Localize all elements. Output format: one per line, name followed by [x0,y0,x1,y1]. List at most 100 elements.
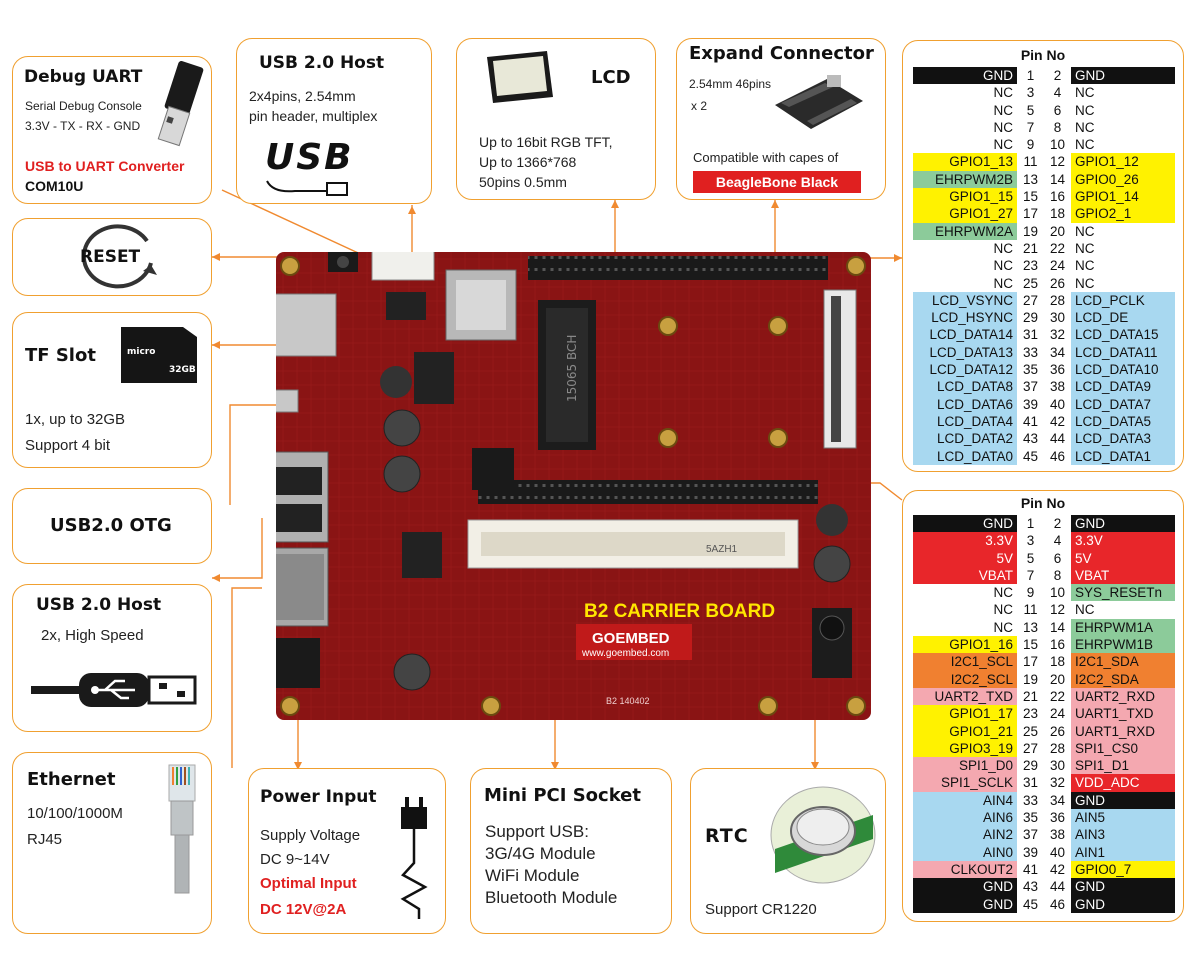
minipci-line4: Bluetooth Module [485,888,618,907]
pin-signal-right: LCD_DATA10 [1071,361,1175,379]
usb-host-port-title: USB 2.0 Host [36,595,162,615]
pin-number-right: 30 [1049,758,1066,774]
pin-signal-right: LCD_PCLK [1071,291,1175,310]
pin-signal-left: GPIO1_15 [913,188,1017,206]
pin-signal-right: LCD_DATA3 [1071,430,1175,448]
pin-number-left: 9 [1026,137,1035,153]
pin-signal-right: UART2_RXD [1071,687,1175,706]
debug-uart-model: COM10U [25,178,84,194]
pin-signal-right: NC [1075,119,1095,135]
power-line1: Supply Voltage [260,827,361,844]
pin-signal-left: 5V [913,549,1017,567]
debug-uart-line2: 3.3V - TX - RX - GND [25,119,141,133]
pin-signal-left: GND [913,515,1017,533]
callout-usb-host-header: USB 2.0 Host 2x4pins, 2.54mm pin header,… [236,38,432,204]
pin-number-left: 1 [1026,68,1035,83]
pin-signal-right: I2C1_SDA [1071,653,1175,671]
pin-number-right: 10 [1049,137,1066,153]
pin-number-left: 13 [1022,171,1039,187]
pin-number-left: 7 [1026,119,1035,135]
pin-number-left: 1 [1026,516,1035,531]
pin-signal-right: 5V [1071,549,1175,567]
pin-table-2-title: Pin No [1020,495,1066,511]
board-url: www.goembed.com [581,648,669,659]
pin-signal-left: LCD_HSYNC [913,309,1017,327]
pin-number-left: 37 [1022,379,1039,395]
pin-signal-right: AIN5 [1071,809,1175,827]
pin-number-left: 33 [1022,792,1039,808]
pin-number-right: 2 [1053,68,1062,83]
pin-number-left: 15 [1022,189,1039,205]
pin-signal-left: GND [913,67,1017,85]
callout-reset: RESET [12,218,212,296]
pin-signal-right: EHRPWM1A [1071,618,1175,637]
pin-signal-right: UART1_TXD [1071,705,1175,723]
pin-signal-right: NC [1075,102,1095,118]
pin-number-left: 25 [1022,723,1039,739]
pin-number-left: 23 [1022,258,1039,274]
pin-number-right: 18 [1049,654,1066,670]
pin-number-left: 5 [1026,102,1035,118]
dc-jack-part [276,638,320,688]
pin-number-left: 33 [1022,344,1039,360]
minipci-line2: 3G/4G Module [485,844,596,863]
pin-number-right: 40 [1049,396,1066,412]
pin-number-left: 5 [1026,550,1035,566]
pin-number-right: 24 [1049,258,1066,274]
ethernet-title: Ethernet [27,769,116,790]
pin-table-1-title: Pin No [1020,47,1066,63]
callout-rtc: RTC Support CR1220 [690,768,886,934]
pin-signal-left: NC [993,85,1014,101]
pin-signal-right: I2C2_SDA [1071,670,1175,688]
ethernet-line1: 10/100/1000M [27,805,123,822]
capacitors [380,366,851,691]
pin-signal-left: AIN2 [913,826,1017,844]
pin-signal-right: NC [1075,137,1095,153]
debug-uart-line1: Serial Debug Console [25,99,142,113]
pin-signal-right: SPI1_D1 [1071,757,1175,775]
pin-number-right: 46 [1049,896,1066,912]
pin-signal-right: NC [1075,240,1095,256]
pin-signal-left: LCD_DATA0 [913,447,1017,465]
pin-number-left: 13 [1022,619,1039,635]
pin-number-left: 19 [1022,223,1039,239]
pin-number-left: 15 [1022,637,1039,653]
pin-signal-left: LCD_DATA2 [913,430,1017,448]
expand-line1: 2.54mm 46pins [689,77,772,91]
pin-number-right: 26 [1049,275,1066,291]
reset-icon [81,224,157,289]
lcd-panel-icon [487,51,553,103]
pin-signal-right: NC [1075,602,1095,618]
callout-tf-slot: TF Slot micro 32GB 1x, up to 32GB Suppor… [12,312,212,468]
callout-ethernet: Ethernet 10/100/1000M RJ45 [12,752,212,934]
pin-number-left: 43 [1022,879,1039,895]
pin-signal-right: GND [1071,791,1175,810]
minipci-line3: WiFi Module [485,866,580,885]
microsd-size: 32GB [169,365,196,375]
micro-usb-part [276,389,299,413]
pin-number-right: 24 [1049,706,1066,722]
callout-minipci: Mini PCI Socket Support USB: 3G/4G Modul… [470,768,672,934]
pin-signal-right: SPI1_CS0 [1071,739,1175,758]
